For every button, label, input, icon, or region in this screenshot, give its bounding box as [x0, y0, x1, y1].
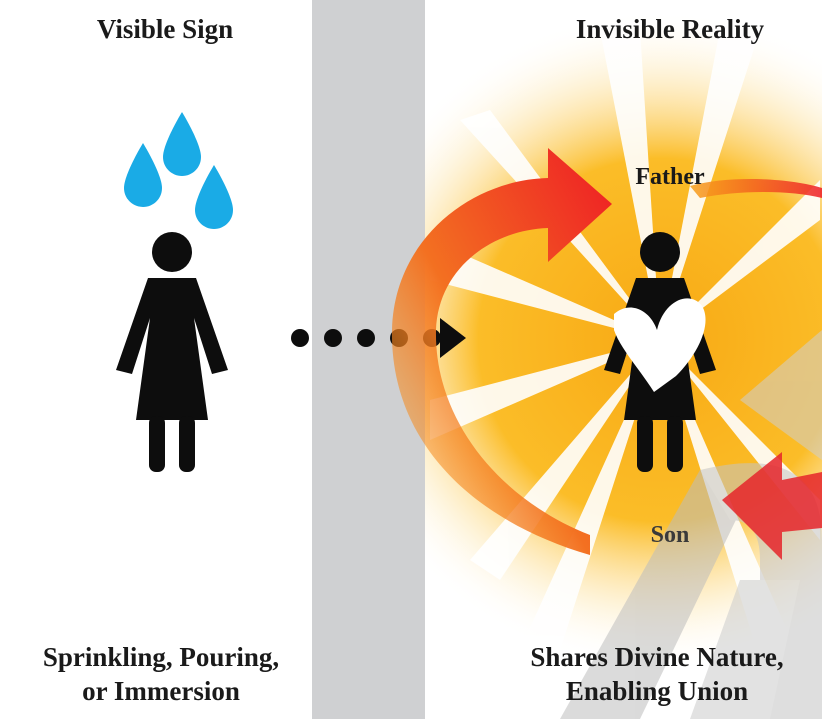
label-father: Father	[635, 164, 705, 190]
footer-right-line2: Enabling Union	[565, 676, 749, 706]
heading-visible-sign: Visible Sign	[96, 14, 234, 44]
woman-figure-icon	[116, 232, 228, 472]
footer-left: Sprinkling, Pouring, or Immersion	[0, 640, 322, 708]
water-drops-icon	[124, 112, 233, 229]
footer-left-line1: Sprinkling, Pouring,	[42, 642, 280, 672]
heading-invisible-reality: Invisible Reality	[575, 14, 765, 44]
curved-arrow-icon	[690, 179, 822, 198]
footer-left-line2: or Immersion	[82, 676, 240, 706]
heart-icon	[614, 298, 706, 392]
curved-arrow-icon	[722, 452, 822, 560]
label-son: Son	[650, 522, 690, 548]
footer-right: Shares Divine Nature, Enabling Union	[492, 640, 822, 708]
footer-right-line1: Shares Divine Nature,	[530, 642, 784, 672]
curved-arrow-icon	[391, 148, 612, 555]
